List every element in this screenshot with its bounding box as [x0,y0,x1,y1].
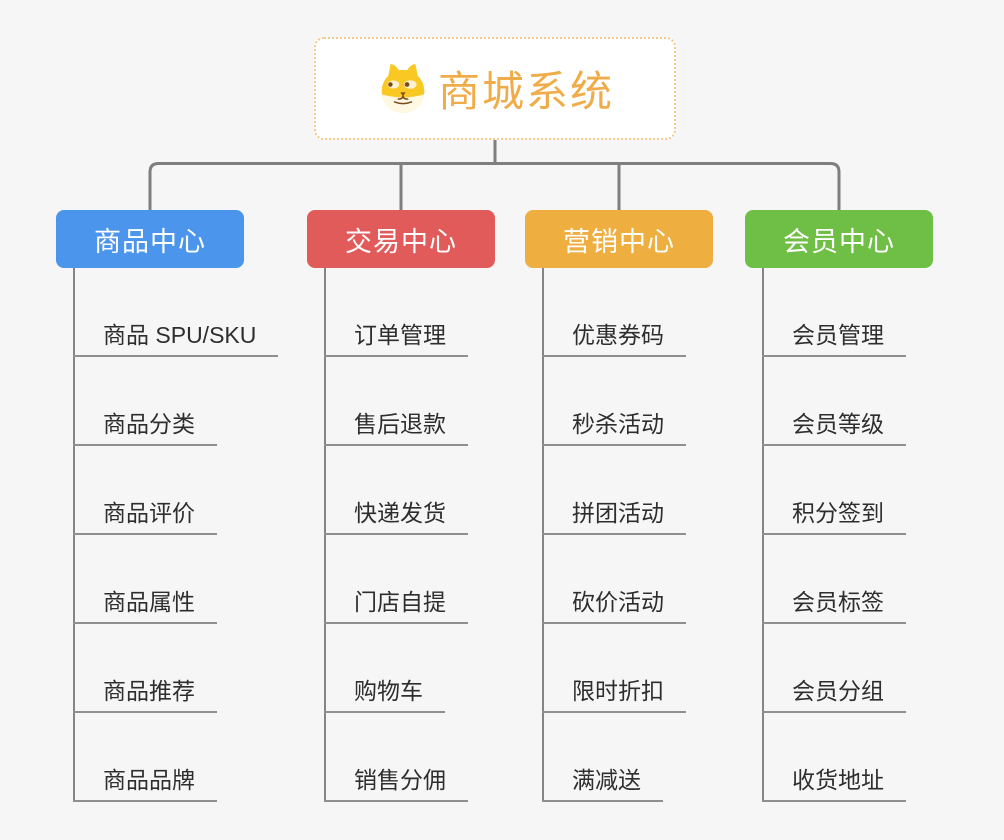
branch-spine [762,268,764,802]
sub-topic[interactable]: 会员等级 [762,411,906,446]
branch-spine [542,268,544,802]
branch-spine [73,268,75,802]
root-title: 商城系统 [437,68,614,115]
branch-items: 商品 SPU/SKU 商品分类 商品评价 商品属性 商品推荐 商品品牌 [73,268,333,802]
trunk-line [148,162,841,210]
root-node[interactable]: 商城系统 [314,37,676,140]
branch-items: 订单管理 售后退款 快递发货 门店自提 购物车 销售分佣 [324,268,584,802]
sub-topic[interactable]: 商品品牌 [73,767,217,802]
sub-topic[interactable]: 商品属性 [73,589,217,624]
sub-topic[interactable]: 砍价活动 [542,589,686,624]
sub-topic[interactable]: 会员分组 [762,678,906,713]
sub-topic[interactable]: 快递发货 [324,500,468,535]
sub-topic[interactable]: 商品评价 [73,500,217,535]
sub-topic[interactable]: 会员管理 [762,322,906,357]
sub-topic[interactable]: 售后退款 [324,411,468,446]
sub-topic[interactable]: 优惠券码 [542,322,686,357]
branch-member-center: 会员中心 会员管理 会员等级 积分签到 会员标签 会员分组 收货地址 [745,210,933,802]
sub-topic[interactable]: 积分签到 [762,500,906,535]
sub-topic[interactable]: 商品分类 [73,411,217,446]
sub-topic[interactable]: 商品 SPU/SKU [73,322,279,357]
sub-topic[interactable]: 满减送 [542,767,663,802]
branch-spine [324,268,326,802]
branch-node-trade-center[interactable]: 交易中心 [307,210,495,268]
branch-marketing-center: 营销中心 优惠券码 秒杀活动 拼团活动 砍价活动 限时折扣 满减送 [525,210,713,802]
sub-topic[interactable]: 销售分佣 [324,767,468,802]
branch-node-marketing-center[interactable]: 营销中心 [525,210,713,268]
sub-topic[interactable]: 门店自提 [324,589,468,624]
sub-topic[interactable]: 收货地址 [762,767,906,802]
doge-face-icon [381,63,425,113]
branch-trade-center: 交易中心 订单管理 售后退款 快递发货 门店自提 购物车 销售分佣 [307,210,495,802]
branch-node-member-center[interactable]: 会员中心 [745,210,933,268]
sub-topic[interactable]: 购物车 [324,678,445,713]
branch-items: 会员管理 会员等级 积分签到 会员标签 会员分组 收货地址 [762,268,1004,802]
sub-topic[interactable]: 限时折扣 [542,678,686,713]
sub-topic[interactable]: 订单管理 [324,322,468,357]
branch-node-product-center[interactable]: 商品中心 [56,210,244,268]
sub-topic[interactable]: 会员标签 [762,589,906,624]
sub-topic[interactable]: 拼团活动 [542,500,686,535]
branch-product-center: 商品中心 商品 SPU/SKU 商品分类 商品评价 商品属性 商品推荐 商品品牌 [56,210,279,802]
sub-topic[interactable]: 商品推荐 [73,678,217,713]
branch-items: 优惠券码 秒杀活动 拼团活动 砍价活动 限时折扣 满减送 [542,268,802,802]
sub-topic[interactable]: 秒杀活动 [542,411,686,446]
